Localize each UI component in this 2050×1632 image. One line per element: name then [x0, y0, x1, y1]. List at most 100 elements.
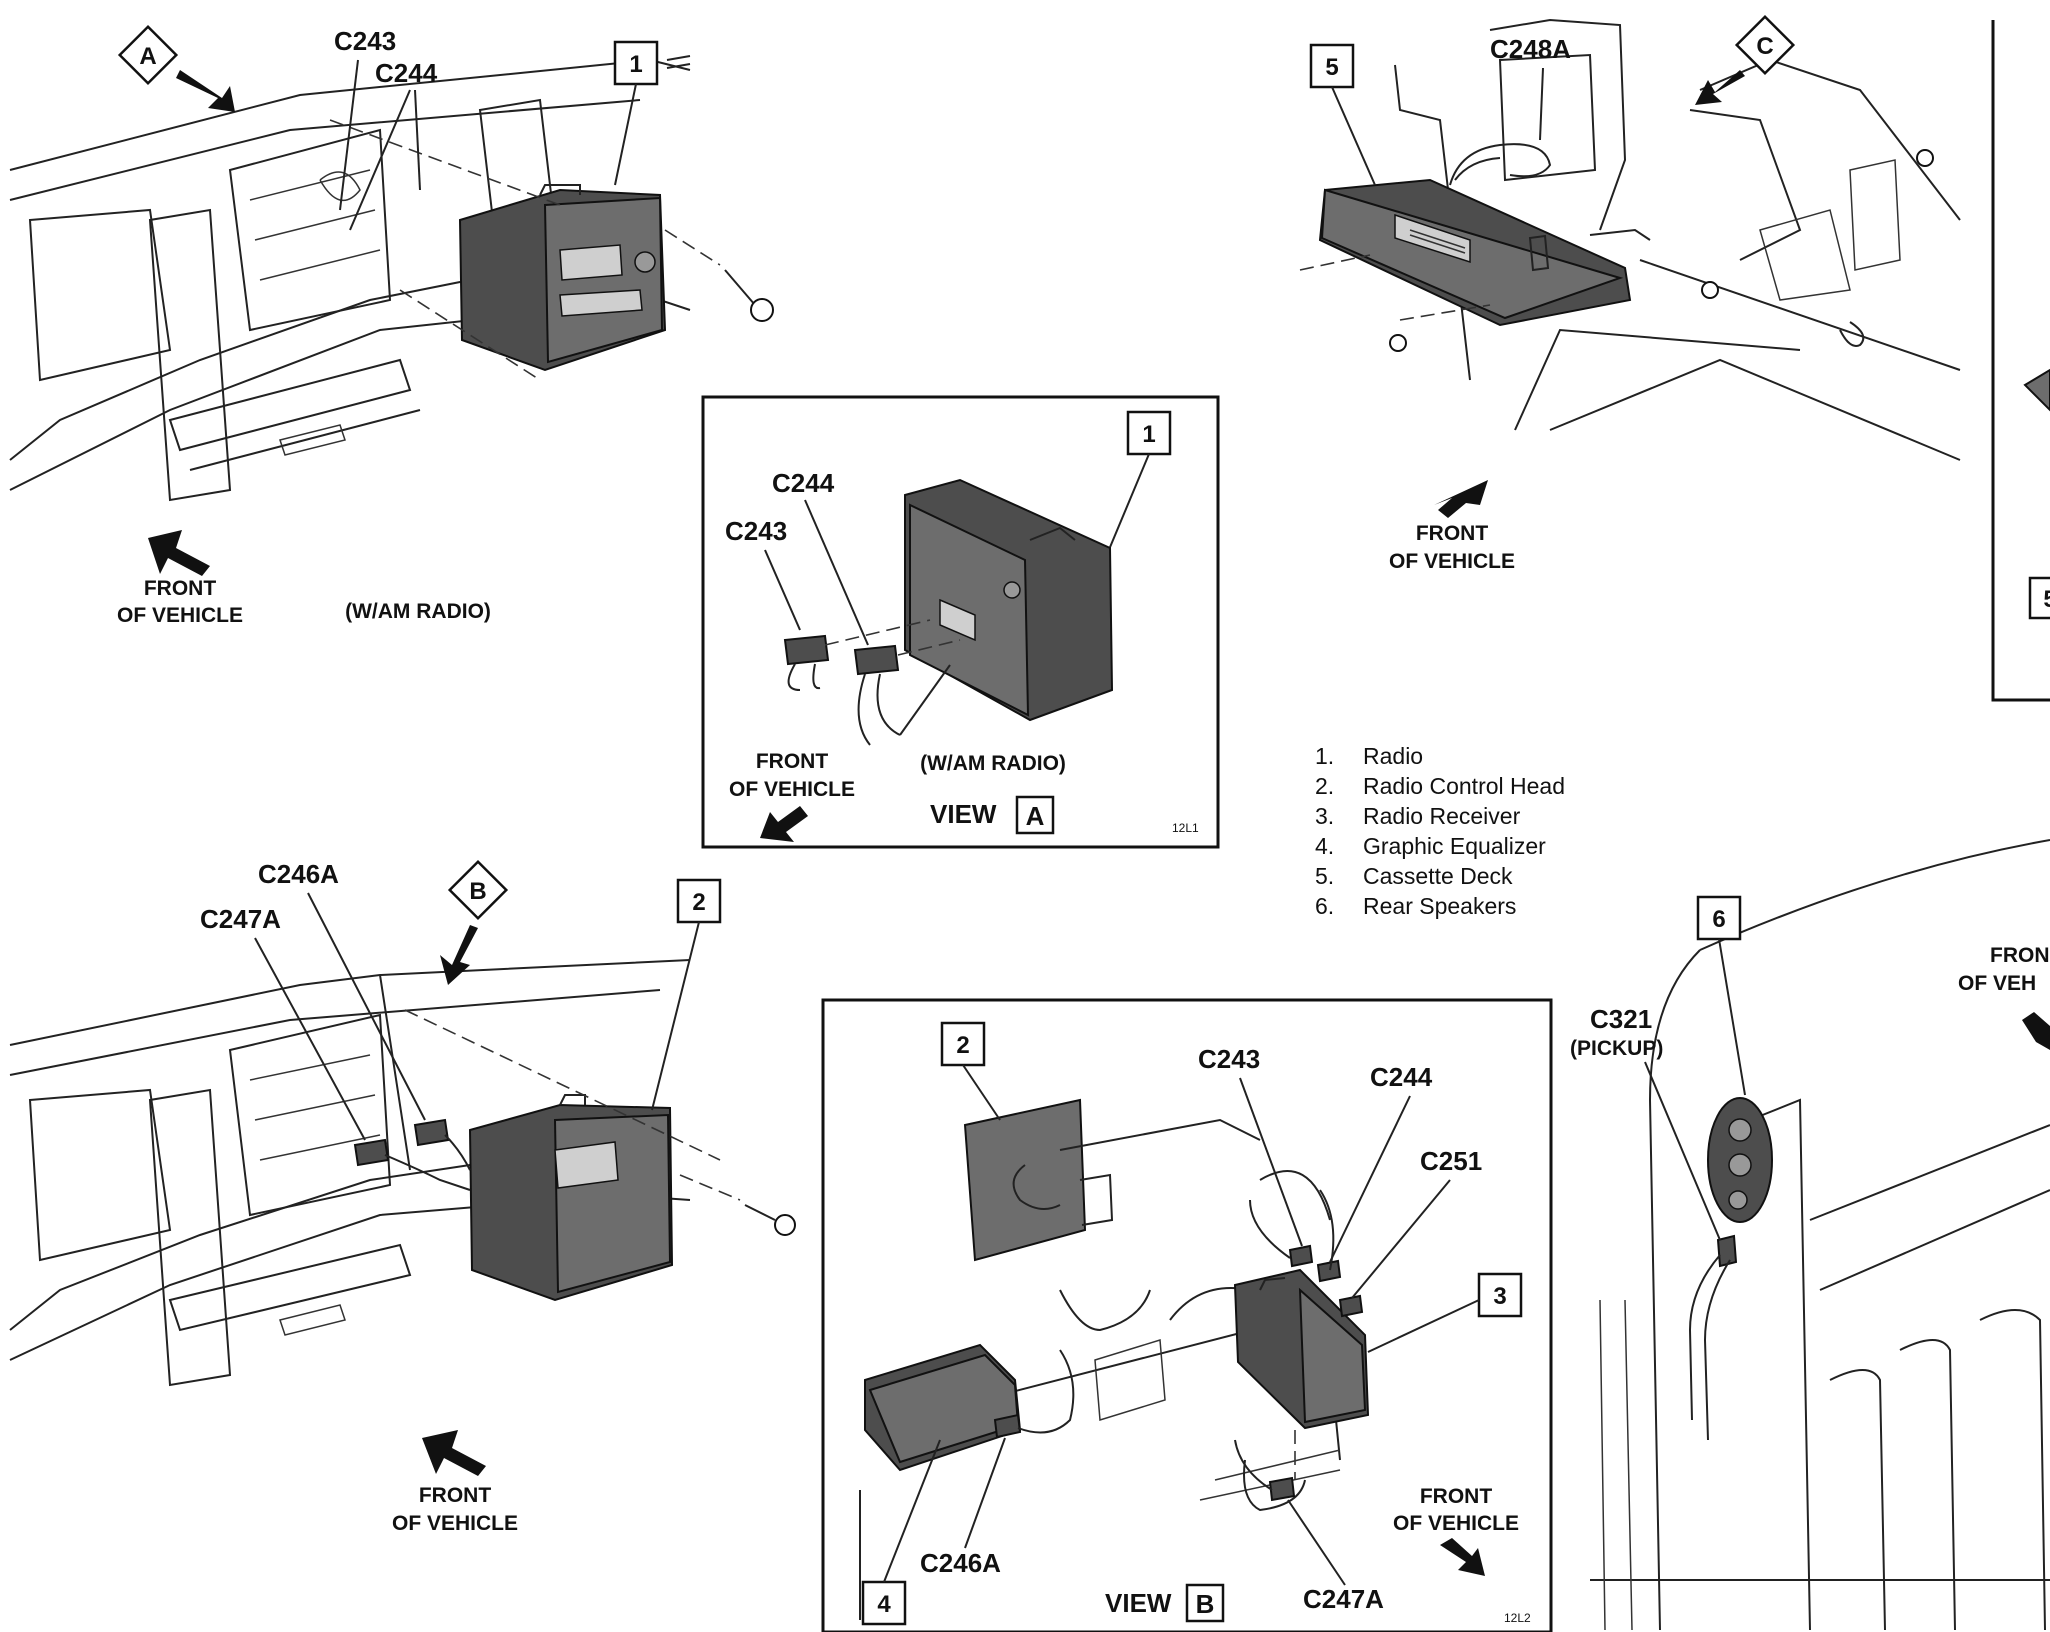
connector-label-c247a: C247A: [1303, 1584, 1384, 1614]
front-of-vehicle-indicator-top-right: FRONT OF VEHICLE: [1389, 480, 1515, 573]
callout-6: 6: [1696, 895, 1746, 1096]
connector-label-c246a: C246A: [258, 859, 339, 889]
panel-top-right: 5 C248A C FRONT OF VEHICLE: [1299, 14, 1961, 573]
panel-view-b: 2 3 4 C243 C244 C251 C246A C247A FRONT O…: [821, 998, 1553, 1632]
connector-label-c247a: C247A: [200, 904, 281, 934]
radio-unit-view-a: [904, 478, 1114, 722]
panel-bottom-left: C246A C247A B 2 FRONT OF VEHICLE: [9, 859, 796, 1535]
svg-text:OF VEHICLE: OF VEHICLE: [392, 1512, 518, 1535]
panel-rear-speaker: 6 C321 (PICKUP) FRON OF VEH: [1570, 839, 2050, 1631]
panel-edge-inset: 5: [1991, 20, 2050, 702]
equalizer-unit-4: [864, 1343, 1022, 1472]
legend-item-radio-control-head: Radio Control Head: [1363, 773, 1565, 799]
mounting-screw-b: [744, 1204, 796, 1236]
control-head-view-b: [963, 1098, 1114, 1262]
view-c-marker: C: [1695, 14, 1796, 105]
svg-text:1: 1: [629, 51, 642, 78]
view-b-marker: B: [440, 859, 509, 985]
front-of-vehicle-indicator-rear: FRON OF VEH: [1958, 944, 2050, 1050]
svg-text:3: 3: [1493, 1283, 1506, 1310]
svg-text:B: B: [469, 878, 486, 905]
front-of-vehicle-indicator-view-b: FRONT OF VEHICLE: [1393, 1485, 1519, 1576]
connector-label-c244: C244: [1370, 1062, 1433, 1092]
view-a-letter: A: [1026, 801, 1045, 831]
pickup-note: (PICKUP): [1570, 1037, 1663, 1060]
connectors-view-b: [993, 1189, 1364, 1502]
callout-4-view-b: 4: [861, 1439, 941, 1626]
svg-text:OF VEHICLE: OF VEHICLE: [1389, 550, 1515, 573]
svg-text:FRONT: FRONT: [1420, 1485, 1492, 1508]
legend-num-3: 3.: [1315, 803, 1334, 829]
connector-label-c243: C243: [725, 516, 787, 546]
callout-2: 2: [651, 878, 722, 1111]
connector-label-c244: C244: [772, 468, 835, 498]
svg-text:FRONT: FRONT: [756, 750, 828, 773]
legend-num-4: 4.: [1315, 833, 1334, 859]
svg-text:6: 6: [1712, 906, 1725, 933]
legend-num-5: 5.: [1315, 863, 1334, 889]
panel-top-left: A C243 C244 1 FRONT OF VEHICLE (W/AM RAD…: [9, 24, 774, 627]
svg-text:OF VEH: OF VEH: [1958, 972, 2036, 995]
view-a-title: VIEW: [930, 799, 997, 829]
rear-cab-illustration: [1590, 839, 2050, 1631]
connector-label-c243: C243: [1198, 1044, 1260, 1074]
view-a-marker: A: [117, 24, 235, 112]
callout-2-view-b: 2: [940, 1021, 1001, 1121]
legend-item-cassette-deck: Cassette Deck: [1363, 863, 1513, 889]
front-of-vehicle-indicator-view-a: FRONT OF VEHICLE: [729, 750, 855, 842]
svg-text:C: C: [1756, 33, 1773, 60]
svg-text:5: 5: [1325, 54, 1338, 81]
legend-item-rear-speakers: Rear Speakers: [1363, 893, 1516, 919]
edge-callout-fragment: 5: [2043, 586, 2050, 613]
legend-item-radio-receiver: Radio Receiver: [1363, 803, 1521, 829]
callout-1: 1: [613, 40, 691, 186]
am-radio-note: (W/AM RADIO): [345, 600, 491, 623]
connector-label-c251: C251: [1420, 1146, 1482, 1176]
connector-label-c244: C244: [375, 58, 438, 88]
svg-text:A: A: [139, 43, 156, 70]
figure-code-12l1: 12L1: [1172, 821, 1199, 835]
svg-text:4: 4: [877, 1591, 891, 1618]
harness-connectors-b: [353, 1118, 471, 1191]
control-head-unit-2: [468, 1094, 674, 1302]
svg-text:OF VEHICLE: OF VEHICLE: [1393, 1512, 1519, 1535]
svg-text:FRONT: FRONT: [419, 1484, 491, 1507]
svg-text:2: 2: [692, 889, 705, 916]
svg-text:FRONT: FRONT: [144, 577, 216, 600]
mounting-screws: [1389, 149, 1934, 352]
callout-3-view-b: 3: [1367, 1272, 1523, 1353]
view-b-letter: B: [1196, 1589, 1215, 1619]
dashboard-illustration-b: [9, 959, 691, 1387]
speaker-connector: [1688, 1234, 1738, 1441]
legend-item-graphic-equalizer: Graphic Equalizer: [1363, 833, 1546, 859]
legend-num-1: 1.: [1315, 743, 1334, 769]
legend-num-2: 2.: [1315, 773, 1334, 799]
svg-text:OF VEHICLE: OF VEHICLE: [729, 778, 855, 801]
panel-view-a: 1 C244 C243 FRONT OF VEHICLE (W/: [701, 395, 1220, 849]
svg-text:2: 2: [956, 1032, 969, 1059]
connector-label-c248a: C248A: [1490, 34, 1571, 64]
svg-text:FRONT: FRONT: [1416, 522, 1488, 545]
callout-1-view-a: 1: [1107, 410, 1172, 553]
legend-num-6: 6.: [1315, 893, 1334, 919]
view-b-title: VIEW: [1105, 1588, 1172, 1618]
mounting-screw: [724, 269, 774, 322]
front-of-vehicle-indicator-b: FRONT OF VEHICLE: [392, 1430, 518, 1535]
connector-label-c243: C243: [334, 26, 396, 56]
svg-text:1: 1: [1142, 421, 1155, 448]
rear-speaker-unit-6: [1707, 1097, 1773, 1223]
svg-text:FRON: FRON: [1990, 944, 2050, 967]
callout-5: 5: [1309, 43, 1376, 186]
am-radio-note-view-a: (W/AM RADIO): [920, 752, 1066, 775]
receiver-unit-3: [1233, 1268, 1370, 1430]
legend-item-radio: Radio: [1363, 743, 1423, 769]
radio-unit-1: [458, 184, 667, 372]
front-of-vehicle-indicator: FRONT OF VEHICLE: [117, 530, 243, 627]
cassette-deck-unit: [1318, 178, 1632, 327]
figure-code-12l2: 12L2: [1504, 1611, 1531, 1625]
connector-label-c246a: C246A: [920, 1548, 1001, 1578]
connector-label-c321: C321: [1590, 1004, 1652, 1034]
component-legend: 1. Radio 2. Radio Control Head 3. Radio …: [1315, 743, 1565, 919]
harness-connectors-view-a: [783, 619, 961, 746]
